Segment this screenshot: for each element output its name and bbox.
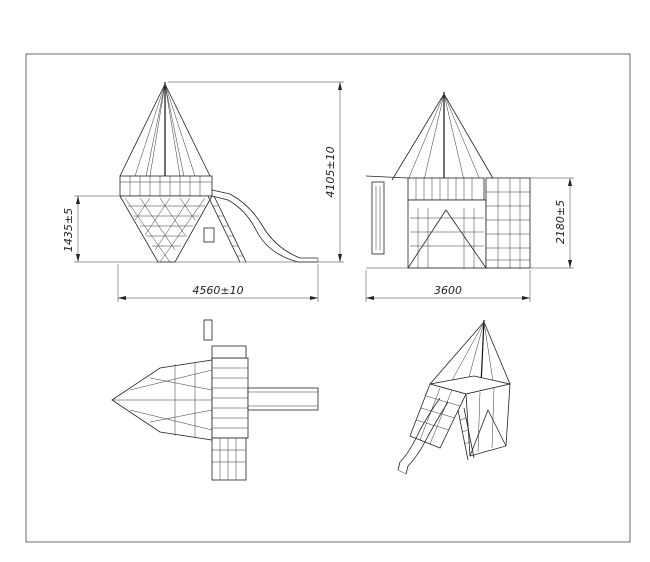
side-dimensions	[365, 177, 574, 302]
isometric-view	[397, 319, 511, 475]
side-view	[365, 92, 532, 269]
front-platform-dim: 1435±5	[62, 208, 75, 252]
front-view	[118, 82, 320, 263]
front-width-dim: 4560±10	[192, 284, 243, 297]
side-width-dim: 3600	[434, 284, 462, 297]
sheet-border	[25, 53, 631, 543]
front-height-dim: 4105±10	[324, 146, 337, 197]
front-dimensions	[74, 81, 344, 302]
side-height-dim: 2180±5	[554, 200, 567, 244]
top-view	[111, 319, 319, 481]
